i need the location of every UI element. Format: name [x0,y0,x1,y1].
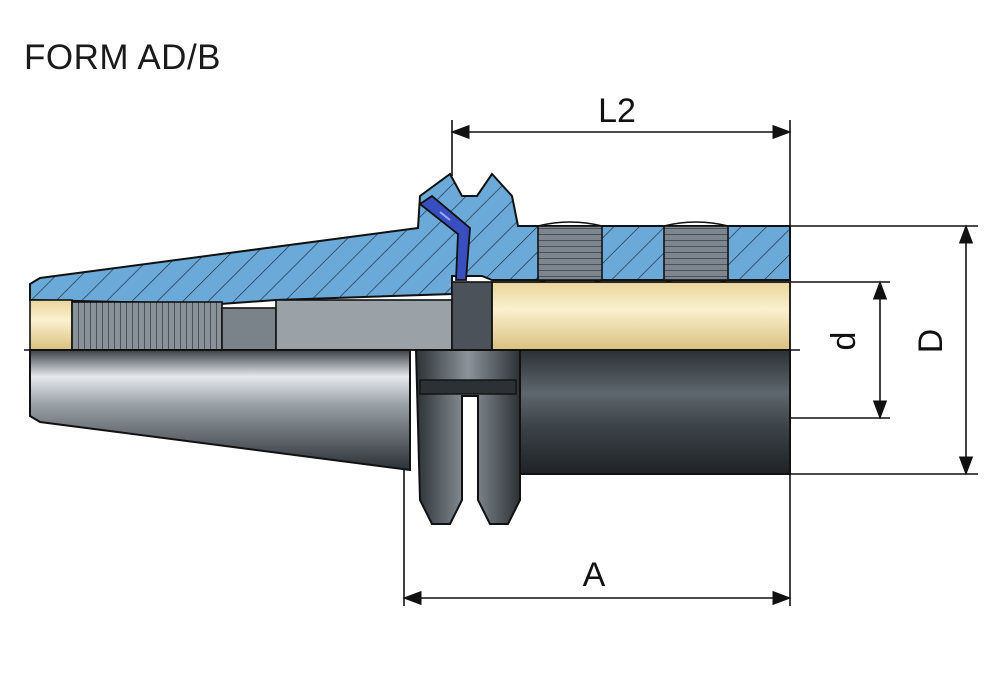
exterior-lower-half [29,349,791,525]
d-large-label: D [912,329,950,354]
l2-label: L2 [598,92,636,130]
a-label: A [583,556,606,594]
coolant-screw [418,194,471,281]
main-bore [491,281,791,351]
dimension-lines [402,120,978,606]
body-exterior [519,349,791,475]
taper-exterior [29,349,411,472]
d-small-label: d [825,332,863,351]
inner-bore-left [29,299,73,351]
flange-exterior [414,349,521,525]
knurled-section [71,301,223,351]
thread-hole-1 [537,225,603,281]
thread-hole-2 [663,225,729,281]
drawing-title: FORM AD/B [24,38,222,77]
sectioned-upper-half [29,172,791,351]
